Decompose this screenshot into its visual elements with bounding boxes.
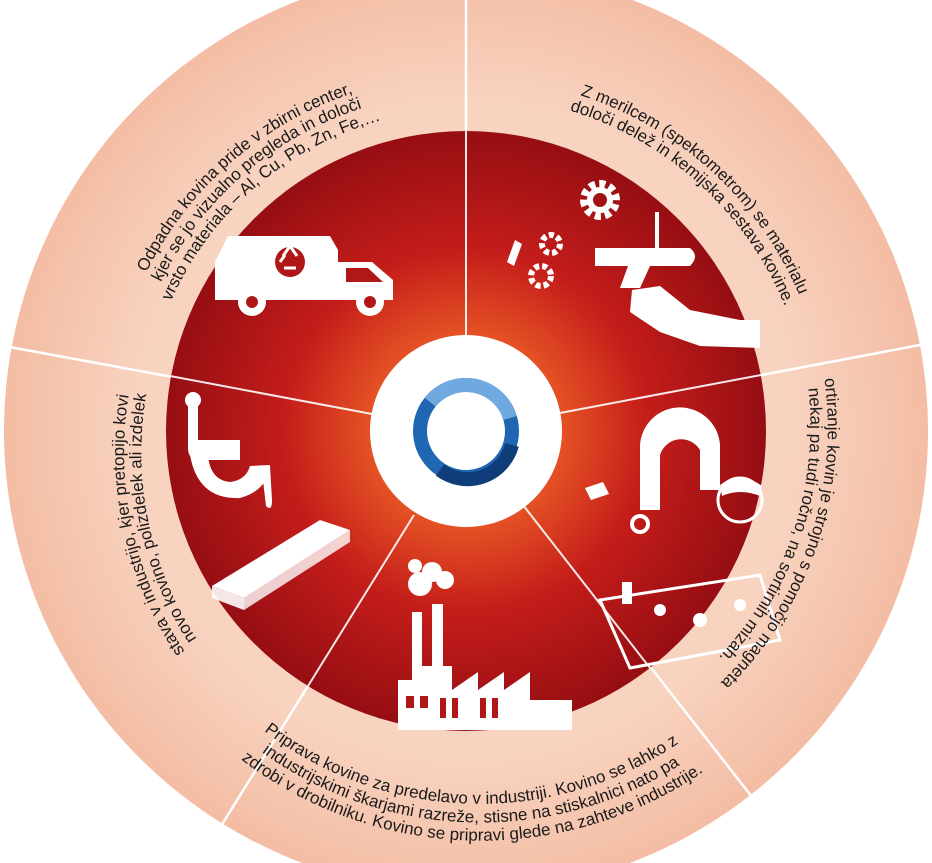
factory-icon: [398, 559, 572, 730]
ring-logo-icon: [413, 377, 519, 487]
spectrometer-gun-icon: [507, 180, 760, 348]
center-disc: [370, 335, 562, 527]
foundry-casting-icon: [185, 392, 350, 610]
garbage-truck-icon: [215, 236, 393, 316]
magnet-sorting-icon: [585, 407, 782, 670]
